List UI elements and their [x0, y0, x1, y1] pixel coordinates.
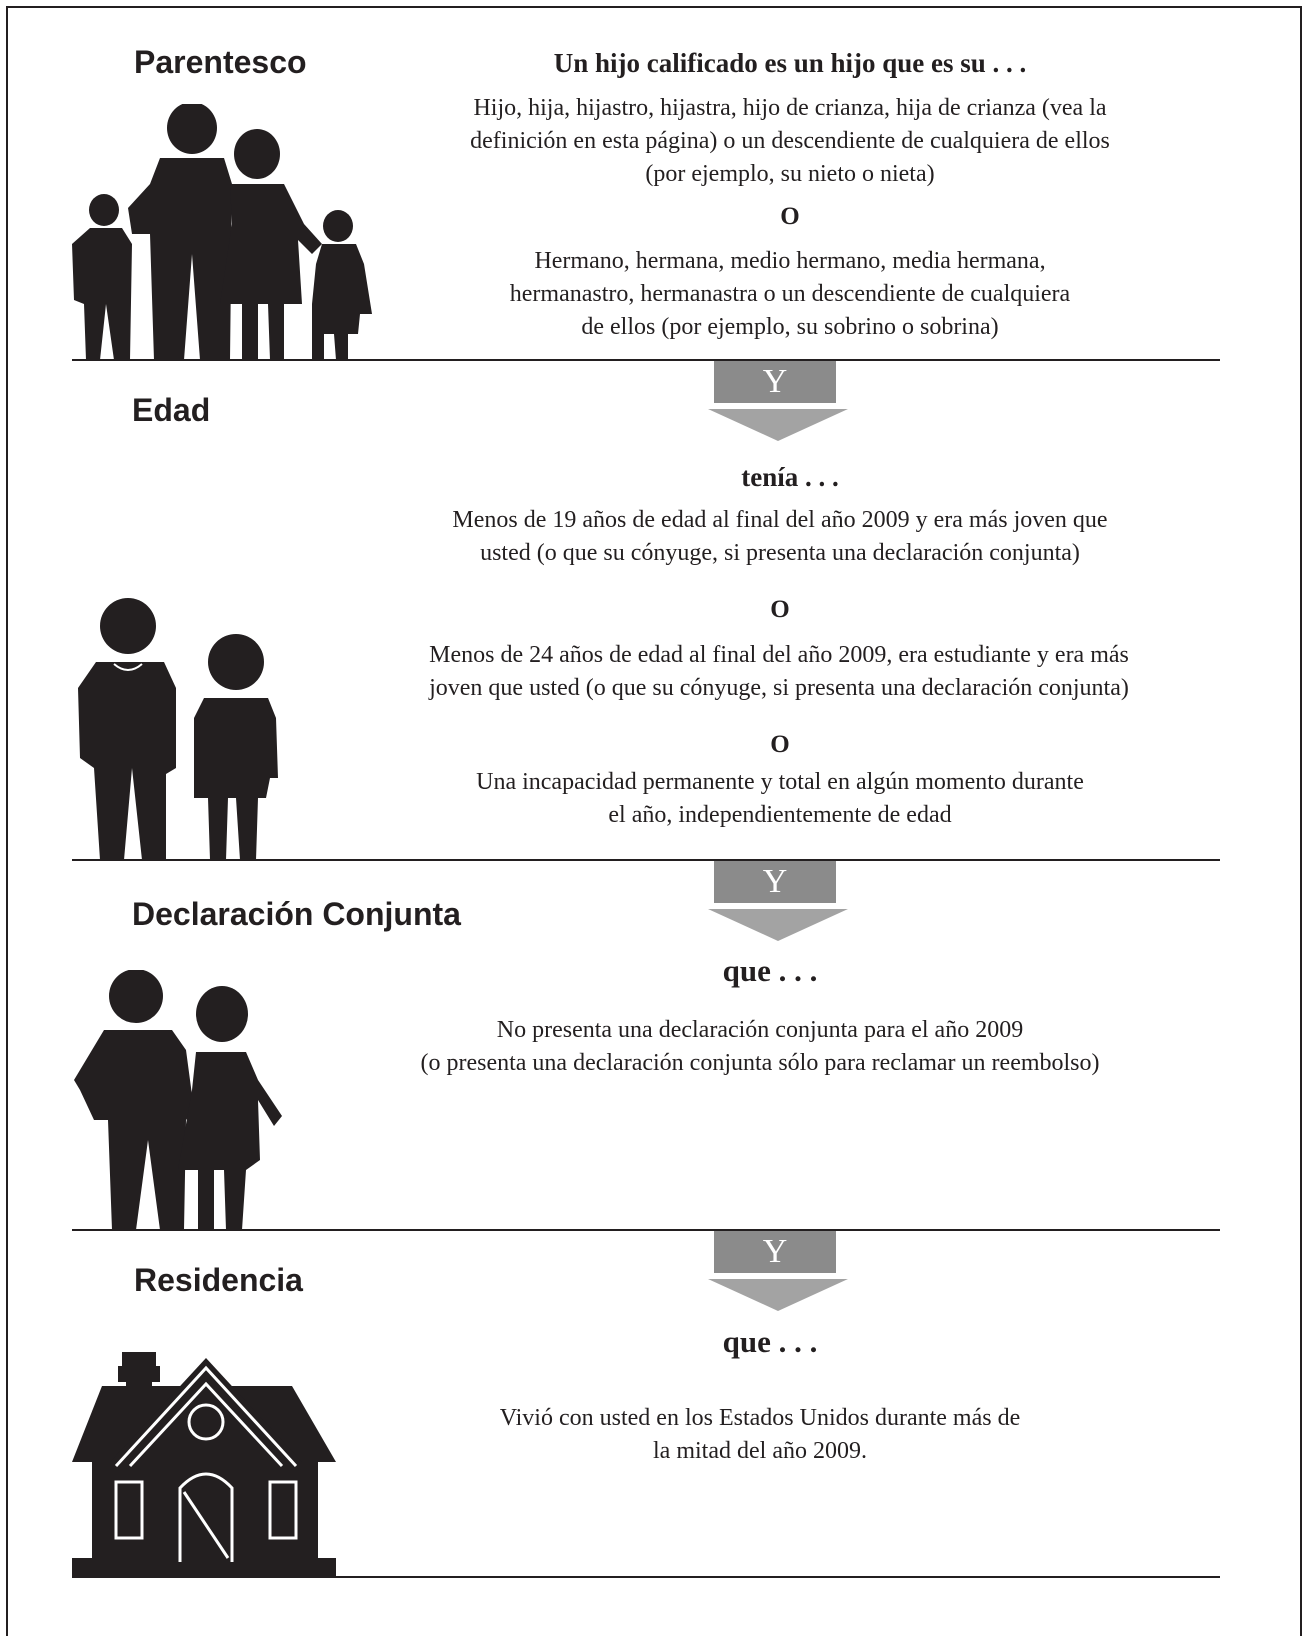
down-arrow-icon — [708, 909, 848, 941]
text-line: el año, independientemente de edad — [608, 802, 952, 828]
down-arrow-icon — [708, 1279, 848, 1311]
section-title-residency: Residencia — [134, 1262, 303, 1298]
age-option-1: Menos de 19 años de edad al final del añ… — [360, 504, 1200, 570]
relationship-heading: Un hijo calificado es un hijo que es su … — [553, 48, 1027, 78]
relationship-option-2: Hermano, hermana, medio hermano, media h… — [380, 245, 1200, 344]
or-label: O — [770, 731, 790, 758]
joint-return-heading: que . . . — [722, 953, 818, 988]
text-line: Hijo, hija, hijastro, hijastra, hijo de … — [473, 95, 1107, 121]
relationship-option-1: Hijo, hija, hijastro, hijastra, hijo de … — [380, 92, 1200, 191]
house-icon — [72, 1352, 336, 1578]
residency-heading: que . . . — [722, 1324, 818, 1359]
age-heading: tenía . . . — [741, 462, 839, 492]
and-connector: Y — [708, 361, 848, 443]
joint-return-text: No presenta una declaración conjunta par… — [350, 1014, 1170, 1080]
and-label: Y — [714, 1231, 836, 1273]
age-option-3: Una incapacidad permanente y total en al… — [360, 766, 1200, 832]
section-title-age: Edad — [132, 392, 211, 428]
or-label: O — [770, 596, 790, 623]
section-title-relationship: Parentesco — [134, 44, 307, 80]
text-line: Menos de 19 años de edad al final del añ… — [452, 507, 1108, 533]
and-connector: Y — [708, 1231, 848, 1313]
text-line: (o presenta una declaración conjunta sól… — [420, 1050, 1100, 1076]
family-icon — [72, 104, 372, 360]
two-children-icon — [78, 598, 278, 860]
and-label: Y — [714, 361, 836, 403]
section-title-joint-return: Declaración Conjunta — [132, 896, 461, 932]
text-line: Menos de 24 años de edad al final del añ… — [429, 642, 1129, 668]
section-divider — [72, 859, 1220, 861]
text-line: Vivió con usted en los Estados Unidos du… — [499, 1405, 1021, 1431]
residency-text: Vivió con usted en los Estados Unidos du… — [350, 1402, 1170, 1468]
text-line: definición en esta página) o un descendi… — [470, 128, 1110, 154]
text-line: No presenta una declaración conjunta par… — [496, 1017, 1024, 1043]
section-divider — [72, 359, 1220, 361]
text-line: Hermano, hermana, medio hermano, media h… — [534, 248, 1046, 274]
and-label: Y — [714, 861, 836, 903]
down-arrow-icon — [708, 409, 848, 441]
text-line: de ellos (por ejemplo, su sobrino o sobr… — [581, 314, 999, 340]
text-line: usted (o que su cónyuge, si presenta una… — [480, 540, 1080, 566]
or-label: O — [780, 203, 800, 230]
text-line: (por ejemplo, su nieto o nieta) — [645, 161, 935, 187]
page-frame — [6, 6, 1302, 1636]
and-connector: Y — [708, 861, 848, 943]
section-divider — [72, 1576, 1220, 1578]
couple-icon — [74, 970, 282, 1230]
text-line: hermanastro, hermanastra o un descendien… — [509, 281, 1071, 307]
text-line: la mitad del año 2009. — [653, 1438, 867, 1464]
text-line: Una incapacidad permanente y total en al… — [476, 769, 1084, 795]
age-option-2: Menos de 24 años de edad al final del añ… — [348, 639, 1210, 705]
text-line: joven que usted (o que su cónyuge, si pr… — [429, 675, 1129, 701]
section-divider — [72, 1229, 1220, 1231]
